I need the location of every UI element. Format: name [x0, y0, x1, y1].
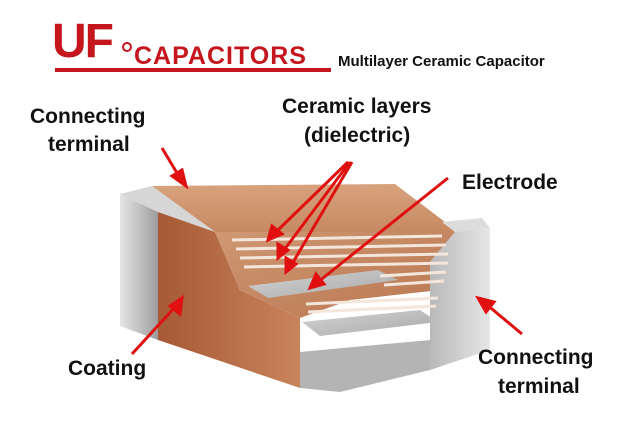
arrow-terminal-right [485, 302, 523, 336]
label-ceramic-layers-line1: Ceramic layers [282, 95, 432, 118]
label-coating: Coating [68, 357, 147, 380]
label-connecting-terminal-right-line1: Connecting [478, 346, 594, 369]
right-terminal-top [442, 218, 490, 232]
arrow-coating [130, 304, 178, 356]
left-terminal-front [120, 194, 158, 340]
arrow-ceramic-2 [282, 161, 352, 251]
top-surface [152, 184, 455, 232]
logo-mark-graphic [55, 42, 331, 72]
coating-face [158, 212, 300, 388]
electrode-plate-lower [302, 310, 438, 336]
capacitor-body [120, 184, 490, 392]
brand-logo-mark: UF [52, 15, 114, 68]
label-connecting-terminal-left-line2: terminal [48, 133, 130, 156]
label-connecting-terminal-right-line2: terminal [498, 375, 580, 398]
page-subtitle: Multilayer Ceramic Capacitor [338, 53, 545, 70]
annotation-arrows [130, 147, 523, 356]
right-terminal-base [300, 340, 430, 392]
arrow-electrode [317, 176, 449, 284]
label-connecting-terminal-left-line1: Connecting [30, 105, 146, 128]
brand-logo-wordmark: CAPACITORS [134, 42, 307, 70]
label-electrode: Electrode [462, 171, 558, 194]
left-terminal-top [120, 186, 215, 232]
ceramic-layer-stripes [231, 234, 449, 314]
label-ceramic-layers-line2: (dielectric) [304, 124, 411, 147]
arrow-ceramic-1 [274, 160, 350, 234]
arrow-ceramic-3 [290, 161, 354, 265]
